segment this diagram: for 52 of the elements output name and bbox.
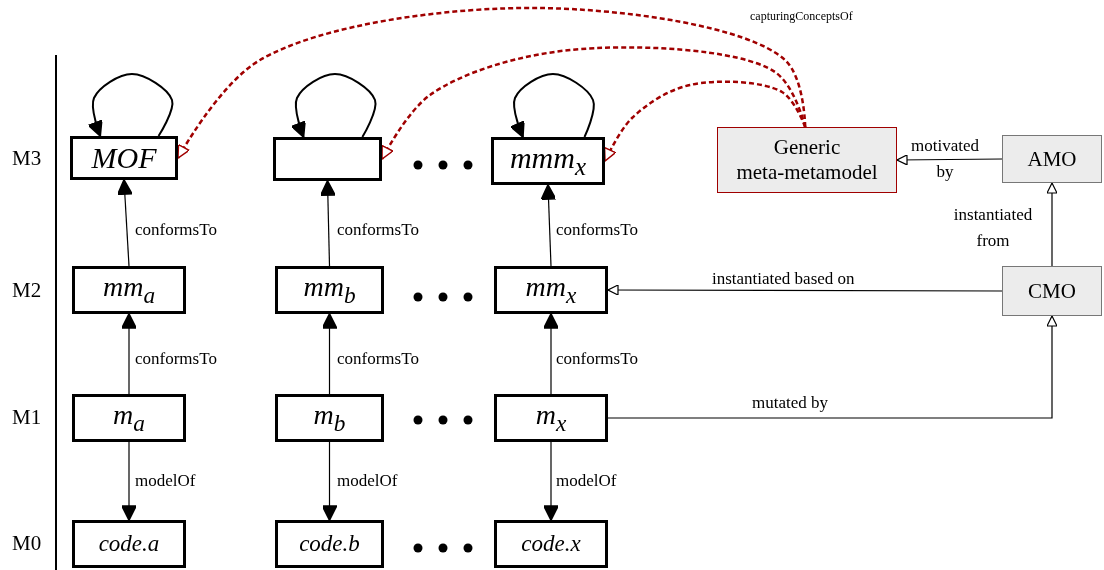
edge-label: conformsTo (135, 348, 217, 370)
arrow (607, 315, 1058, 419)
arrow (896, 154, 1003, 166)
model-box: m$_{b}$ (275, 394, 384, 442)
edge-label: conformsTo (135, 219, 217, 241)
edge-label: conformsTo (556, 219, 638, 241)
model-box: code.a (72, 520, 186, 568)
edge-label: conformsTo (337, 348, 419, 370)
arrow (320, 180, 336, 267)
level-label: M3 (12, 146, 42, 171)
model-box: mm$_{a}$ (72, 266, 186, 314)
model-box: code.b (275, 520, 384, 568)
edge-label: modelOf (135, 470, 196, 492)
edge-label: capturingConceptsOf (750, 8, 853, 24)
model-box: m$_{a}$ (72, 394, 186, 442)
arrow (121, 313, 137, 395)
self-loop-arrow (510, 73, 595, 138)
dashed-arrow (380, 46, 807, 160)
edge-label: instantiated based on (712, 268, 855, 290)
model-box: mm$_{b}$ (275, 266, 384, 314)
meta-metamodel-box: Generic meta-metamodel (717, 127, 897, 193)
arrow (607, 284, 1003, 296)
concept-box: CMO (1002, 266, 1102, 316)
level-label: M2 (12, 278, 42, 303)
model-box: code.x (494, 520, 608, 568)
arrow (121, 441, 137, 521)
model-box: mmm$_{x}$ (491, 137, 605, 185)
model-box (273, 137, 382, 181)
edge-label: conformsTo (556, 348, 638, 370)
dashed-arrow (603, 80, 807, 162)
edge-label: modelOf (337, 470, 398, 492)
edge-label: modelOf (556, 470, 617, 492)
dashed-arrow (176, 6, 807, 159)
model-box: m$_{x}$ (494, 394, 608, 442)
level-label: M0 (12, 531, 42, 556)
arrow (540, 184, 557, 267)
arrow (321, 313, 338, 395)
model-box: mm$_{x}$ (494, 266, 608, 314)
edge-label: instantiated from (952, 204, 1034, 252)
arrow (321, 441, 338, 521)
arrow (543, 313, 559, 395)
edge-label: mutated by (752, 392, 828, 414)
self-loop-arrow (87, 73, 174, 137)
level-label: M1 (12, 405, 42, 430)
concept-box: AMO (1002, 135, 1102, 183)
edge-label: motivated by (910, 135, 980, 183)
arrow (117, 179, 133, 267)
arrow (543, 441, 559, 521)
arrow (1046, 182, 1058, 267)
self-loop-arrow (291, 73, 377, 138)
edge-label: conformsTo (337, 219, 419, 241)
model-box: MOF (70, 136, 178, 180)
